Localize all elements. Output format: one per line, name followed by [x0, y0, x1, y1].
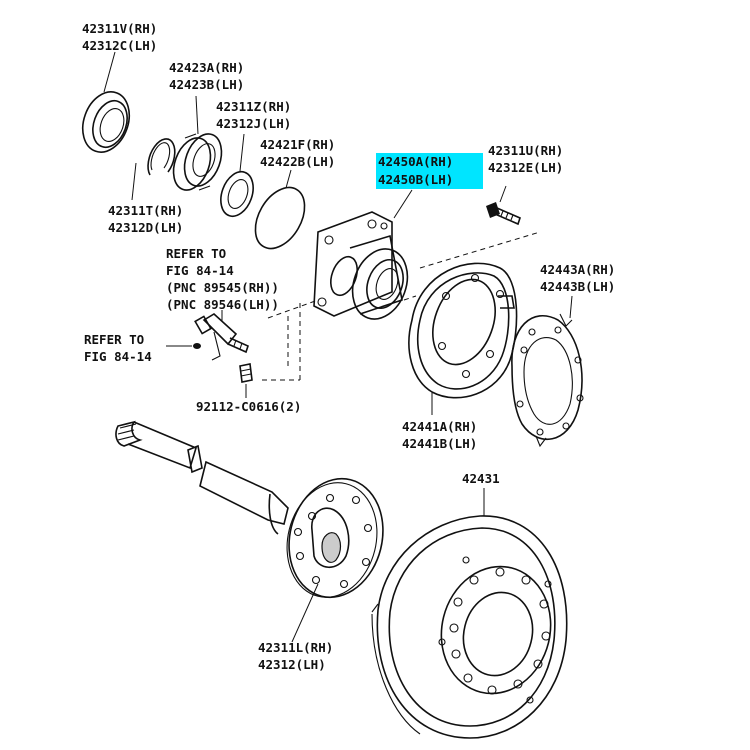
label-bearing-rh[interactable]: 42423A(RH)	[169, 60, 244, 75]
label-axle-lh[interactable]: 42312(LH)	[258, 657, 326, 672]
label-hub-lh[interactable]: 42450B(LH)	[378, 172, 453, 187]
label-axle-rh[interactable]: 42311L(RH)	[258, 640, 333, 655]
label-backing-plate-rh[interactable]: 42441A(RH)	[402, 419, 477, 434]
leader-snap-ring	[131, 162, 137, 201]
abs-speed-sensor[interactable]	[194, 313, 249, 361]
leader-plate-gasket	[569, 295, 573, 319]
alignment-dashes	[262, 231, 541, 381]
hub-bearing-assembly[interactable]	[313, 211, 417, 327]
label-retainer-rh[interactable]: 42311Z(RH)	[216, 99, 291, 114]
label-fig-2[interactable]: FIG 84-14	[84, 349, 152, 364]
label-gasket-lh[interactable]: 42422B(LH)	[260, 154, 335, 169]
leader-hub	[393, 189, 413, 219]
label-backing-plate-lh[interactable]: 42441B(LH)	[402, 436, 477, 451]
bearing[interactable]	[167, 129, 228, 195]
brake-disc[interactable]	[371, 515, 568, 739]
label-gasket-rh[interactable]: 42421F(RH)	[260, 137, 335, 152]
label-oil-seal-rh[interactable]: 42311V(RH)	[82, 21, 157, 36]
leader-bolt	[499, 185, 507, 203]
axle-shaft[interactable]	[115, 420, 395, 607]
label-pnc-rh[interactable]: (PNC 89545(RH))	[166, 280, 279, 295]
leader-axle	[291, 583, 319, 643]
grommet-icon	[193, 343, 201, 349]
snap-ring[interactable]	[147, 138, 176, 176]
highlight-box	[376, 153, 483, 189]
backing-plate[interactable]	[408, 262, 518, 399]
label-disc[interactable]: 42431	[462, 471, 500, 486]
retainer[interactable]	[215, 167, 259, 220]
label-retainer-lh[interactable]: 42312J(LH)	[216, 116, 291, 131]
label-snap-ring-lh[interactable]: 42312D(LH)	[108, 220, 183, 235]
stud-bolt[interactable]	[239, 363, 253, 383]
leader-bearing	[195, 95, 199, 135]
leader-oil-seal	[103, 51, 116, 93]
label-snap-ring-rh[interactable]: 42311T(RH)	[108, 203, 183, 218]
plate-gasket[interactable]	[511, 313, 584, 448]
label-oil-seal-lh[interactable]: 42312C(LH)	[82, 38, 157, 53]
label-plate-gasket-lh[interactable]: 42443B(LH)	[540, 279, 615, 294]
leader-retainer	[239, 133, 245, 172]
label-bolt-rh[interactable]: 42311U(RH)	[488, 143, 563, 158]
label-stud-bolt[interactable]: 92112-C0616(2)	[196, 399, 301, 414]
label-plate-gasket-rh[interactable]: 42443A(RH)	[540, 262, 615, 277]
label-refer-to-2: REFER TO	[84, 332, 144, 347]
label-bearing-lh[interactable]: 42423B(LH)	[169, 77, 244, 92]
label-refer-to-1: REFER TO	[166, 246, 226, 261]
label-fig-1[interactable]: FIG 84-14	[166, 263, 234, 278]
gasket-ring[interactable]	[245, 179, 314, 257]
leader-gasket	[285, 169, 292, 189]
label-pnc-lh[interactable]: (PNC 89546(LH))	[166, 297, 279, 312]
oil-seal[interactable]	[75, 85, 138, 158]
hub-bolt[interactable]	[486, 202, 521, 226]
label-hub-rh[interactable]: 42450A(RH)	[378, 154, 453, 169]
label-bolt-lh[interactable]: 42312E(LH)	[488, 160, 563, 175]
